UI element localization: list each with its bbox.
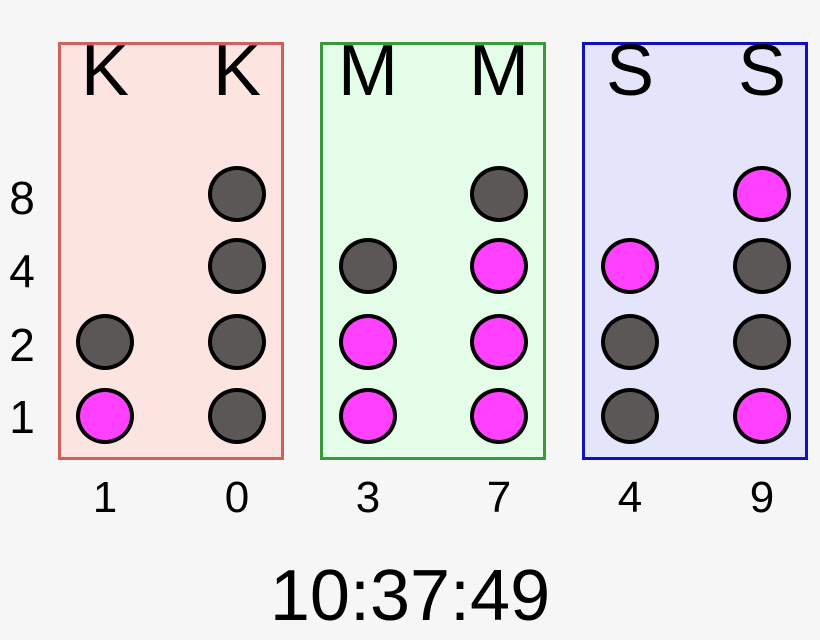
seconds-letter: S: [737, 31, 787, 111]
bit-off-icon: [601, 314, 659, 370]
row-label-2: 2: [9, 319, 35, 371]
bit-off-icon: [733, 314, 791, 370]
bit-on-icon: [470, 388, 528, 444]
bit-on-icon: [339, 314, 397, 370]
row-label-4: 4: [9, 245, 35, 297]
bit-on-icon: [76, 388, 134, 444]
hours-digit: 1: [92, 473, 118, 522]
bit-on-icon: [601, 238, 659, 294]
bit-on-icon: [470, 238, 528, 294]
row-label-8: 8: [9, 172, 35, 224]
bit-off-icon: [208, 238, 266, 294]
bit-off-icon: [208, 388, 266, 444]
bit-off-icon: [76, 314, 134, 370]
row-label-1: 1: [9, 391, 35, 443]
hours-digit: 0: [224, 473, 250, 522]
hours-letter: K: [212, 31, 262, 111]
bit-on-icon: [339, 388, 397, 444]
minutes-letter: M: [469, 31, 529, 111]
bit-off-icon: [733, 238, 791, 294]
bit-on-icon: [733, 388, 791, 444]
bit-off-icon: [208, 166, 266, 222]
bit-off-icon: [601, 388, 659, 444]
bit-on-icon: [470, 314, 528, 370]
seconds-digit: 9: [749, 473, 775, 522]
time-readout: 10:37:49: [269, 556, 551, 636]
hours-letter: K: [80, 31, 130, 111]
bit-off-icon: [470, 166, 528, 222]
seconds-letter: S: [605, 31, 655, 111]
bit-off-icon: [339, 238, 397, 294]
bit-off-icon: [208, 314, 266, 370]
minutes-digit: 7: [486, 473, 512, 522]
minutes-letter: M: [338, 31, 398, 111]
bit-on-icon: [733, 166, 791, 222]
minutes-digit: 3: [355, 473, 381, 522]
seconds-digit: 4: [617, 473, 643, 522]
